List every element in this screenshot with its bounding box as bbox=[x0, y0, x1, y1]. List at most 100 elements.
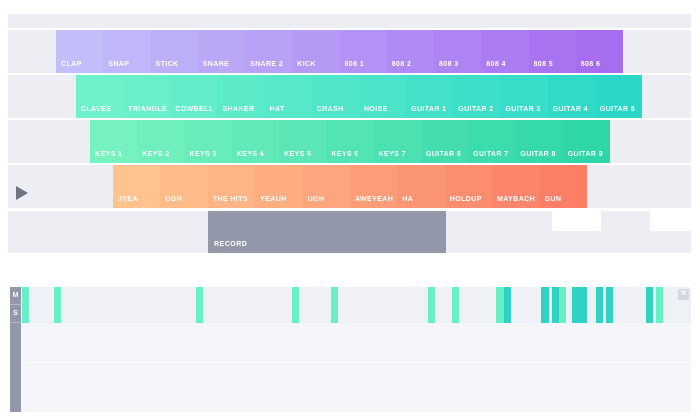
sound-key-gun[interactable]: GUN bbox=[539, 165, 587, 208]
sound-key-the-hits[interactable]: THE HITS bbox=[207, 165, 256, 208]
sequence-note-bar bbox=[331, 287, 338, 323]
unmapped-keys-filler bbox=[446, 211, 691, 253]
sound-key-keys-6[interactable]: KEYS 6 bbox=[326, 120, 374, 163]
sequence-note-bar bbox=[504, 287, 511, 323]
sound-key-keys-1[interactable]: KEYS 1 bbox=[90, 120, 138, 163]
timeline-lower-lanes bbox=[21, 323, 691, 412]
mute-button[interactable]: M bbox=[10, 287, 21, 305]
sound-key-guitar-7[interactable]: GUITAR 7 bbox=[468, 120, 516, 163]
sequence-note-bar bbox=[552, 287, 559, 323]
key-gap bbox=[650, 211, 691, 231]
unmapped-keys-filler bbox=[8, 211, 208, 253]
sound-key-snap[interactable]: SNAP bbox=[103, 30, 151, 73]
sound-key-label: YEAUH bbox=[260, 196, 287, 203]
sound-key-cowbell[interactable]: COWBELL bbox=[170, 75, 218, 118]
sound-key-kick[interactable]: KICK bbox=[292, 30, 340, 73]
sound-key-label: 808 1 bbox=[344, 61, 365, 68]
sound-key-808-4[interactable]: 808 4 bbox=[481, 30, 529, 73]
sound-key-ugh[interactable]: UGH bbox=[160, 165, 208, 208]
sound-key-claves[interactable]: CLAVES bbox=[76, 75, 124, 118]
sequence-note-bar bbox=[496, 287, 504, 323]
sound-key-keys-2[interactable]: KEYS 2 bbox=[137, 120, 185, 163]
sound-key-808-3[interactable]: 808 3 bbox=[434, 30, 482, 73]
sound-key-hat[interactable]: HAT bbox=[264, 75, 312, 118]
sound-key-label: 808 4 bbox=[486, 61, 506, 68]
sequence-note-bar bbox=[196, 287, 203, 323]
sound-key-ugh[interactable]: UGH bbox=[302, 165, 350, 208]
record-button[interactable]: RECORD bbox=[208, 211, 446, 253]
sound-key-guitar-4[interactable]: GUITAR 4 bbox=[547, 75, 595, 118]
sound-key-label: GUITAR 4 bbox=[552, 106, 588, 113]
sound-key-label: THE HITS bbox=[212, 196, 248, 203]
sound-key-label: JYEA bbox=[118, 196, 138, 203]
sound-key-clap[interactable]: CLAP bbox=[56, 30, 104, 73]
sound-key-snare[interactable]: SNARE bbox=[197, 30, 245, 73]
sequence-track[interactable] bbox=[21, 287, 691, 323]
sound-key-label: GUITAR 1 bbox=[411, 106, 447, 113]
sound-key-808-5[interactable]: 808 5 bbox=[528, 30, 576, 73]
sound-key-label: GUITAR 5 bbox=[599, 106, 636, 113]
sound-key-noise[interactable]: NOISE bbox=[358, 75, 407, 118]
sound-key-maybach[interactable]: MAYBACH bbox=[492, 165, 540, 208]
sound-key-shaker[interactable]: SHAKER bbox=[217, 75, 265, 118]
sound-key-808-6[interactable]: 808 6 bbox=[575, 30, 623, 73]
sound-key-808-2[interactable]: 808 2 bbox=[386, 30, 434, 73]
sequence-note-bar bbox=[572, 287, 580, 323]
empty-lane bbox=[21, 363, 691, 412]
sequence-note-bar bbox=[646, 287, 653, 323]
sequence-note-bar bbox=[292, 287, 299, 323]
sound-key-label: NOISE bbox=[363, 106, 388, 113]
sound-key-label: GUITAR 7 bbox=[473, 151, 509, 158]
sound-key-keys-7[interactable]: KEYS 7 bbox=[373, 120, 421, 163]
sequence-note-bar bbox=[596, 287, 603, 323]
sound-key-guitar-9[interactable]: GUITAR 9 bbox=[562, 120, 610, 163]
sound-key-label: CRASH bbox=[316, 106, 344, 113]
sound-key-label: GUITAR 2 bbox=[458, 106, 494, 113]
sound-key-ha[interactable]: HA bbox=[397, 165, 445, 208]
sound-key-keys-4[interactable]: KEYS 4 bbox=[231, 120, 280, 163]
sound-key-guitar-3[interactable]: GUITAR 3 bbox=[500, 75, 548, 118]
sound-key-label: SNARE 2 bbox=[250, 61, 284, 68]
sound-key-guitar-8[interactable]: GUITAR 8 bbox=[515, 120, 563, 163]
sequence-note-bar bbox=[22, 287, 29, 323]
sound-key-label: 808 5 bbox=[533, 61, 554, 68]
sound-key-triangle[interactable]: TRIANGLE bbox=[123, 75, 171, 118]
sound-key-guitar-5[interactable]: GUITAR 5 bbox=[594, 75, 642, 118]
sound-key-label: CLAVES bbox=[81, 106, 112, 113]
sound-key-yeauh[interactable]: YEAUH bbox=[255, 165, 303, 208]
sound-key-808-1[interactable]: 808 1 bbox=[339, 30, 387, 73]
sound-key-label: KEYS 6 bbox=[331, 151, 359, 158]
sound-key-label: TRIANGLE bbox=[128, 106, 168, 113]
sound-key-guitar-6[interactable]: GUITAR 6 bbox=[420, 120, 469, 163]
sound-key-guitar-1[interactable]: GUITAR 1 bbox=[406, 75, 454, 118]
close-icon[interactable]: × bbox=[678, 289, 689, 300]
number-key-row bbox=[8, 14, 691, 28]
sound-key-guitar-2[interactable]: GUITAR 2 bbox=[453, 75, 501, 118]
sound-key-holdup[interactable]: HOLDUP bbox=[444, 165, 493, 208]
sound-key-stick[interactable]: STICK bbox=[150, 30, 198, 73]
record-button-label: RECORD bbox=[214, 241, 248, 248]
solo-button[interactable]: S bbox=[10, 305, 21, 323]
sound-key-label: KEYS 1 bbox=[95, 151, 123, 158]
play-button[interactable] bbox=[13, 184, 31, 202]
sound-key-label: HA bbox=[402, 196, 414, 203]
sound-key-keys-3[interactable]: KEYS 3 bbox=[184, 120, 232, 163]
sound-key-label: SNAP bbox=[108, 61, 130, 68]
sound-key-label: MAYBACH bbox=[497, 196, 536, 203]
sound-key-label: KEYS 2 bbox=[142, 151, 170, 158]
sound-key-label: GUN bbox=[544, 196, 562, 203]
sound-key-aweyeah[interactable]: AWEYEAH bbox=[349, 165, 398, 208]
sound-key-snare-2[interactable]: SNARE 2 bbox=[245, 30, 293, 73]
sound-key-crash[interactable]: CRASH bbox=[311, 75, 359, 118]
unmapped-keys-filler bbox=[8, 75, 76, 118]
sequence-note-bar bbox=[54, 287, 61, 323]
unmapped-keys-filler bbox=[609, 120, 691, 163]
sound-key-keys-5[interactable]: KEYS 5 bbox=[279, 120, 327, 163]
sound-key-jyea[interactable]: JYEA bbox=[113, 165, 161, 208]
sound-key-label: KEYS 4 bbox=[236, 151, 265, 158]
sound-key-label: SNARE bbox=[202, 61, 230, 68]
